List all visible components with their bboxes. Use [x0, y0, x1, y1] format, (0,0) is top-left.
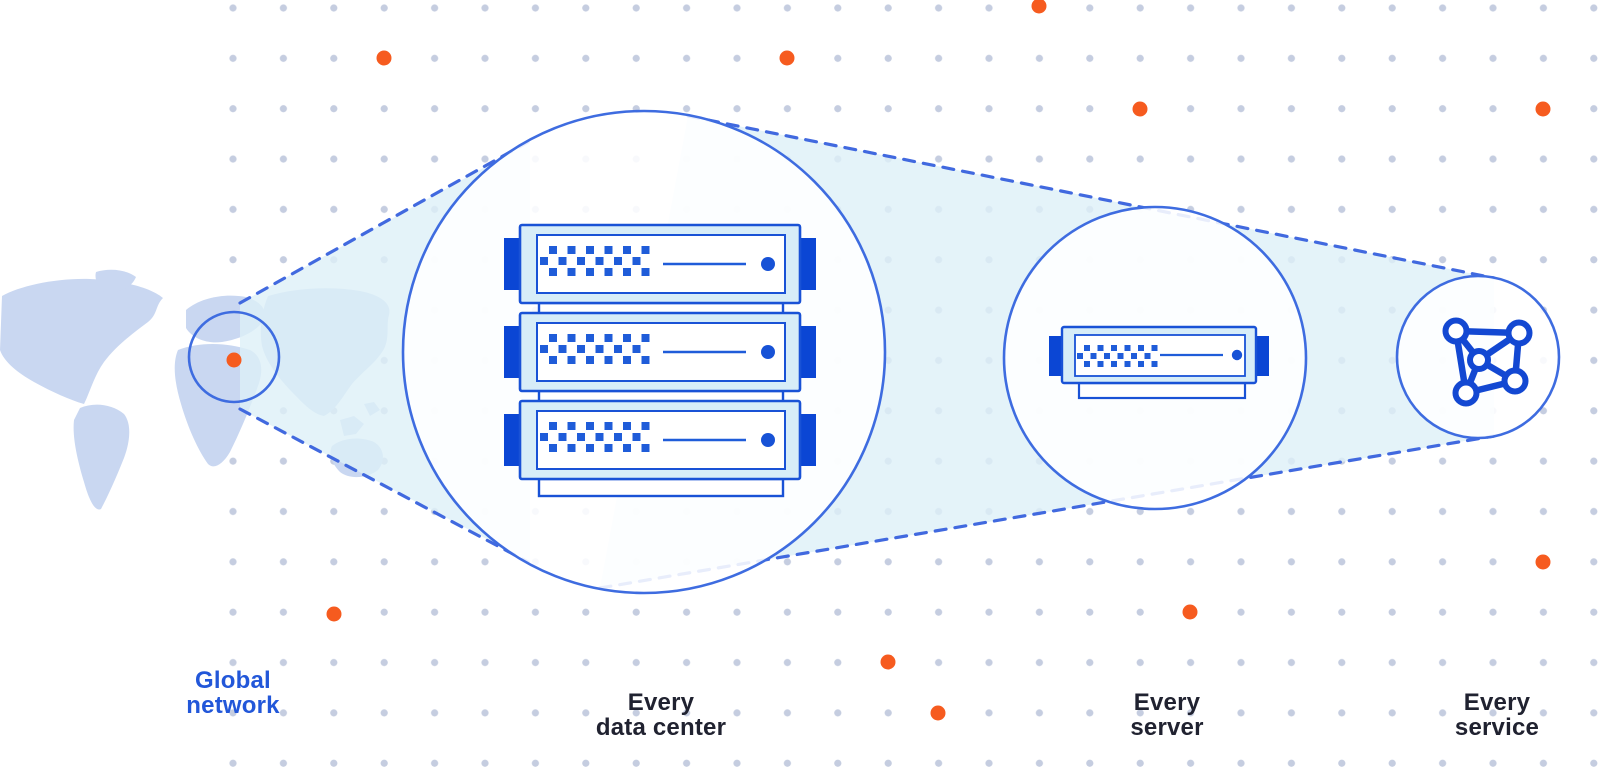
stage-label-line: network — [186, 692, 280, 719]
server-led-pattern — [1077, 345, 1158, 367]
network-mesh-icon — [1442, 317, 1533, 407]
server-led-pattern — [540, 246, 650, 276]
location-marker-dot — [226, 352, 242, 368]
stage-label-line: server — [1130, 714, 1204, 741]
stage-label-line: Every — [1133, 689, 1201, 716]
server-rack-icon — [504, 223, 816, 498]
stage-label-every-data-center: Every data center — [596, 690, 726, 740]
stage-label-global-network: Global network — [186, 668, 279, 718]
stage-label-every-server: Every server — [1130, 690, 1203, 740]
stage-label-line: service — [1454, 714, 1540, 741]
server-unit-2 — [504, 311, 816, 393]
server-unit-1 — [504, 223, 816, 305]
server-unit-3 — [504, 399, 816, 481]
map-zoom-circle — [187, 310, 281, 404]
server-icon — [1049, 325, 1269, 400]
server-led-pattern — [540, 422, 650, 452]
stage-label-every-service: Every service — [1455, 690, 1539, 740]
accent-orange-dots — [326, 0, 1551, 721]
stage-label-line: Every — [627, 689, 695, 716]
server-led-pattern — [540, 334, 650, 364]
stage-label-line: Global — [195, 667, 271, 694]
stage-label-line: data center — [595, 714, 727, 741]
stage-label-line: Every — [1463, 689, 1531, 716]
